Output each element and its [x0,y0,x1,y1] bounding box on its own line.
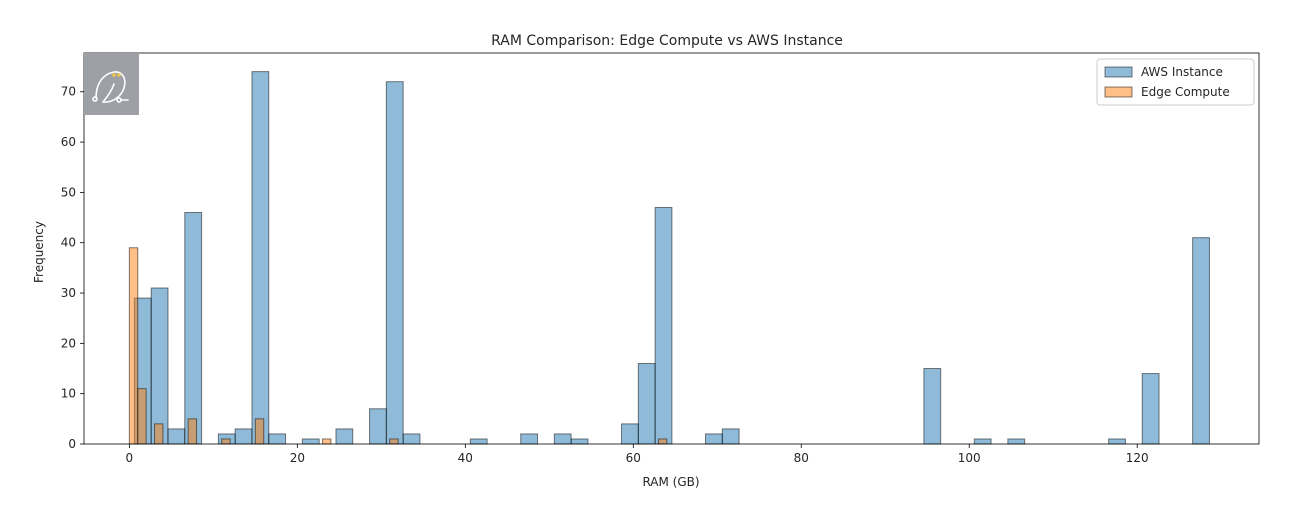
chart-title: RAM Comparison: Edge Compute vs AWS Inst… [491,33,843,49]
y-axis-label: Frequency [32,221,46,283]
x-tick-label: 120 [1126,451,1149,465]
x-tick-label: 20 [290,451,305,465]
bar [335,428,354,445]
bar [621,423,639,445]
bar [150,287,169,445]
x-tick-label: 0 [126,451,134,465]
bar [1192,237,1210,445]
bar [251,71,270,445]
x-tick-label: 100 [958,451,981,465]
bar [167,428,186,445]
y-tick-label: 30 [61,286,76,300]
bar [973,438,992,445]
x-tick-label: 60 [626,451,641,465]
y-tick-label: 20 [61,336,76,350]
bar [520,433,539,445]
bar [570,438,589,445]
bar [369,408,387,445]
y-tick-label: 70 [61,85,76,99]
y-tick-label: 60 [61,135,76,149]
bar [184,212,203,445]
bar [657,438,668,445]
bar [187,418,198,445]
x-axis-label: RAM (GB) [642,475,699,489]
x-tick-label: 40 [458,451,473,465]
y-tick-label: 0 [68,437,76,451]
axes-frame [83,52,1260,445]
legend-box [1096,58,1255,106]
bar [322,438,332,445]
bar [137,388,147,445]
bar [654,206,673,445]
bar [154,423,164,445]
series-1-bars [133,71,1210,445]
y-tick-label: 50 [61,185,76,199]
legend-label: Edge Compute [1141,85,1230,99]
bar [385,81,404,445]
legend-swatch [1104,66,1133,78]
bar [1007,438,1026,445]
bar [268,433,287,445]
bar [234,428,253,445]
bar [301,438,320,445]
bar [469,438,488,445]
owl-logo-icon [84,53,139,115]
y-tick-label: 10 [61,387,76,401]
bar [923,368,942,445]
bar [221,438,231,445]
plot-area [128,71,1210,445]
y-tick-label: 40 [61,236,76,250]
bar [1108,438,1126,445]
bar [553,433,572,445]
bar [402,433,421,445]
x-tick-label: 80 [794,451,809,465]
legend-label: AWS Instance [1141,65,1223,79]
bar [128,247,139,445]
bar [254,418,265,445]
bar [637,362,656,445]
axes: 0 20 40 60 80 100 120 0 10 20 30 40 50 60 70 [61,52,1260,465]
bar [721,428,740,445]
bar [1141,373,1160,445]
legend-swatch [1104,86,1133,98]
bar [705,433,723,445]
bar [389,438,399,445]
